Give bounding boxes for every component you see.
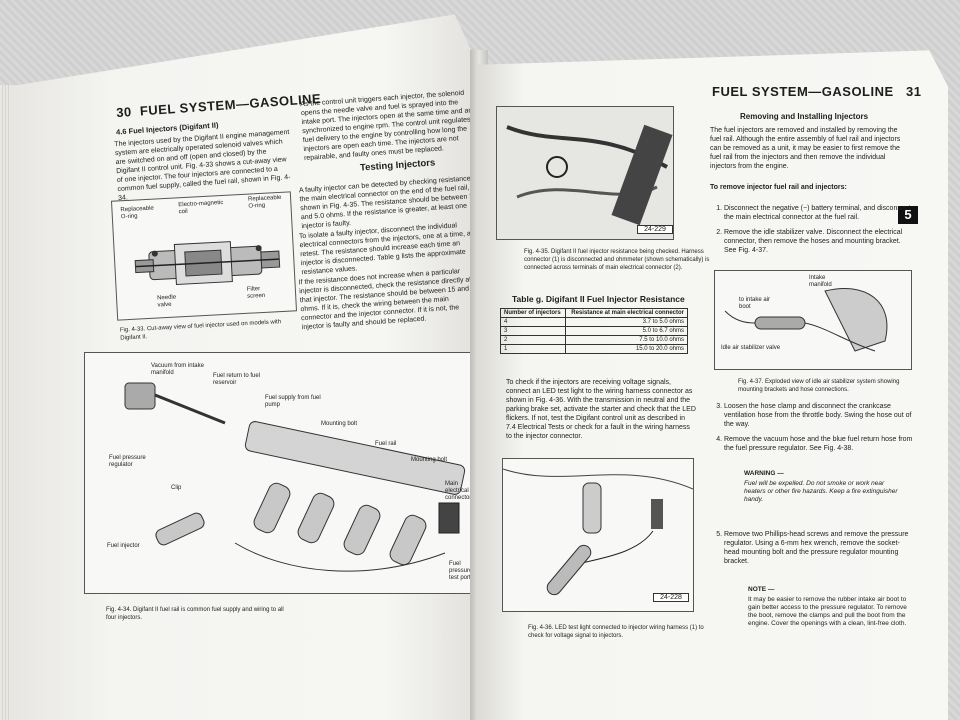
steps-list-b: Loosen the hose clamp and disconnect the…: [710, 402, 914, 459]
label-idle-stabilizer: Idle air stabilizer valve: [721, 345, 781, 351]
step-5: Remove two Phillips-head screws and remo…: [724, 530, 914, 566]
chapter-tab: 5: [898, 206, 918, 224]
label-main-connector: Main electrical connector: [445, 481, 472, 501]
table-title: Table g. Digifant II Fuel Injector Resis…: [512, 294, 685, 304]
label-o-ring-right: Replaceable O-ring: [247, 194, 282, 210]
label-fuel-return: Fuel return to fuel reservoir: [213, 373, 261, 386]
procedure-title: To remove injector fuel rail and injecto…: [710, 184, 847, 191]
label-to-intake-boot: to intake air boot: [739, 297, 771, 310]
step-3: Loosen the hose clamp and disconnect the…: [724, 402, 914, 429]
figure-4-35: 24-229: [496, 106, 674, 240]
note-title: NOTE —: [748, 586, 775, 593]
table-header-injectors: Number of injectors: [500, 308, 566, 318]
testing-paragraph-3: If the resistance does not increase when…: [298, 268, 478, 332]
steps-list-a: Disconnect the negative (−) battery term…: [710, 204, 914, 261]
fig35-stamp: 24-229: [637, 225, 673, 234]
label-pressure-regulator: Fuel pressure regulator: [109, 455, 146, 468]
label-clip: Clip: [171, 485, 182, 491]
right-header: FUEL SYSTEM—GASOLINE 31: [712, 84, 921, 99]
label-fuel-supply: Fuel supply from fuel pump: [265, 395, 321, 408]
figure-4-35-caption: Fig. 4-35. Digifant II fuel injector res…: [524, 249, 710, 271]
steps-list-c: Remove two Phillips-head screws and remo…: [710, 530, 914, 572]
left-header: 30 FUEL SYSTEM—GASOLINE: [116, 91, 322, 120]
table-header-resistance: Resistance at main electrical connector: [564, 308, 689, 318]
step-4: Remove the vacuum hose and the blue fuel…: [724, 435, 914, 453]
label-vacuum: Vacuum from intake manifold: [151, 363, 204, 376]
injector-cutaway-drawing: [134, 241, 281, 286]
warning-text: Fuel will be expelled. Do not smoke or w…: [744, 480, 898, 503]
figure-4-34-caption: Fig. 4-34. Digifant II fuel rail is comm…: [106, 607, 284, 621]
fig36-stamp: 24-228: [653, 593, 689, 602]
figure-4-36: 24-228: [502, 458, 694, 612]
step-2: Remove the idle stabilizer valve. Discon…: [724, 228, 914, 255]
label-fuel-rail: Fuel rail: [375, 441, 397, 447]
figure-4-36-caption: Fig. 4-36. LED test light connected to i…: [528, 625, 704, 639]
figure-4-34: Vacuum from intake manifold Fuel return …: [84, 352, 478, 594]
figure-4-33: Replaceable O-ring Electro-magnetic coil…: [110, 191, 298, 321]
label-fuel-injector: Fuel injector: [107, 543, 140, 549]
right-page: FUEL SYSTEM—GASOLINE 31 5 24-229 Fig. 4-…: [478, 50, 948, 720]
step-1: Disconnect the negative (−) battery term…: [724, 204, 914, 222]
fuel-rail-drawing: [124, 382, 466, 572]
voltage-paragraph: To check if the injectors are receiving …: [506, 379, 696, 440]
figure-4-37: Intake manifold to intake air boot Idle …: [714, 270, 912, 370]
right-page-number: 31: [906, 84, 922, 99]
resistance-check-photo: [497, 107, 673, 239]
note-text: It may be easier to remove the rubber in…: [748, 596, 907, 627]
label-test-port: Fuel pressure test port: [449, 561, 473, 581]
label-needle-valve: Needle valve: [157, 294, 177, 309]
removing-intro: The fuel injectors are removed and insta…: [710, 127, 901, 170]
warning-title: WARNING —: [744, 470, 784, 477]
label-filter-screen: Filter screen: [246, 286, 266, 300]
figure-4-37-caption: Fig. 4-37. Exploded view of idle air sta…: [738, 379, 900, 393]
right-header-title: FUEL SYSTEM—GASOLINE: [712, 84, 894, 99]
figure-4-33-caption: Fig. 4-33. Cut-away view of fuel injecto…: [119, 319, 282, 342]
left-header-title: FUEL SYSTEM—GASOLINE: [139, 90, 322, 119]
col2-top-paragraph: As the control unit triggers each inject…: [300, 89, 475, 163]
idle-stabilizer-drawing: [724, 287, 888, 352]
label-coil: Electro-magnetic coil: [178, 199, 224, 216]
resistance-table: Number of injectors Resistance at main e…: [500, 308, 689, 354]
label-intake-manifold: Intake manifold: [809, 275, 832, 288]
led-test-light-drawing: [502, 468, 694, 596]
label-mounting-bolt-2: Mounting bolt: [411, 457, 448, 463]
testing-title: Testing Injectors: [359, 157, 436, 174]
left-page-number: 30: [115, 104, 133, 121]
removing-title: Removing and Installing Injectors: [740, 112, 869, 121]
label-o-ring-left: Replaceable O-ring: [120, 205, 154, 221]
left-page: 30 FUEL SYSTEM—GASOLINE 4.6 Fuel Injecto…: [10, 14, 478, 720]
label-mounting-bolt-1: Mounting bolt: [321, 421, 358, 427]
